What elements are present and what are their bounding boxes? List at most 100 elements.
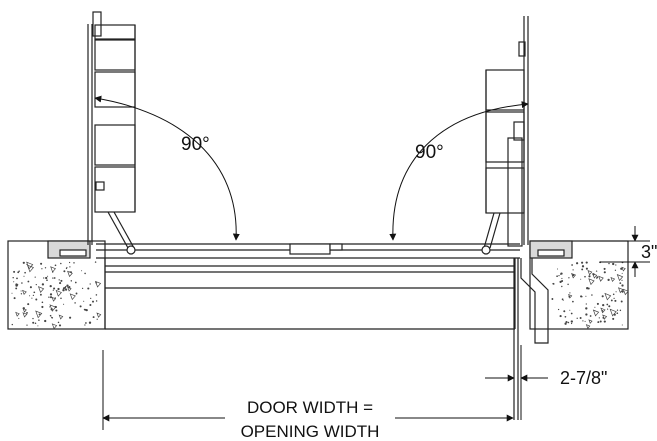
- concrete-speckle: [607, 278, 610, 282]
- concrete-aggregate: [22, 312, 28, 318]
- concrete-aggregate: [69, 293, 76, 301]
- concrete-speckle: [59, 282, 62, 285]
- concrete-aggregate: [49, 304, 57, 312]
- concrete-speckle: [581, 261, 584, 264]
- concrete-speckle: [608, 262, 610, 265]
- concrete-speckle: [58, 324, 62, 327]
- concrete-speckle: [40, 262, 43, 265]
- concrete-aggregate: [37, 286, 45, 293]
- concrete-speckle: [585, 295, 587, 297]
- concrete-speckle: [51, 271, 54, 273]
- concrete-speckle: [64, 288, 68, 291]
- concrete-speckle: [57, 321, 60, 324]
- left-angle-arc: [94, 95, 240, 241]
- concrete-aggregate: [22, 308, 27, 313]
- concrete-speckle: [603, 320, 606, 323]
- concrete-speckle: [95, 300, 98, 302]
- depth-dimension: [600, 226, 650, 277]
- concrete-speckle: [585, 307, 588, 310]
- concrete-aggregate: [617, 287, 624, 294]
- concrete-aggregate: [58, 314, 64, 320]
- concrete-speckle: [612, 262, 615, 266]
- concrete-speckle: [582, 320, 584, 322]
- concrete-speckle: [596, 276, 599, 279]
- concrete-speckle: [597, 321, 600, 324]
- concrete-speckle: [52, 289, 54, 291]
- concrete-speckle: [41, 301, 44, 304]
- concrete-speckle: [614, 269, 617, 271]
- concrete-speckle: [569, 309, 571, 311]
- concrete-speckle: [610, 299, 613, 302]
- offset-dimension: [485, 345, 548, 420]
- concrete-speckle: [45, 276, 48, 280]
- concrete-speckle: [616, 312, 619, 315]
- concrete-speckle: [585, 261, 588, 264]
- concrete-speckle: [615, 291, 617, 293]
- concrete-speckle: [570, 322, 573, 325]
- concrete-speckle: [88, 321, 92, 324]
- concrete-speckle: [602, 303, 605, 307]
- concrete-aggregate: [609, 308, 617, 317]
- concrete-speckle: [38, 313, 41, 316]
- concrete-speckle: [565, 320, 568, 324]
- concrete-speckle: [90, 297, 92, 300]
- concrete-speckle: [556, 275, 558, 278]
- concrete-aggregate: [602, 314, 608, 320]
- concrete-speckle: [27, 303, 30, 306]
- concrete-aggregate: [588, 319, 593, 324]
- concrete-aggregate: [51, 323, 58, 330]
- right-door-leaf: [481, 16, 529, 255]
- concrete-speckle: [32, 294, 35, 297]
- concrete-speckle: [33, 291, 36, 294]
- concrete-aggregate: [622, 288, 629, 296]
- concrete-speckle: [37, 325, 39, 327]
- concrete-speckle: [592, 273, 595, 276]
- concrete-speckle: [89, 303, 92, 307]
- concrete-speckle: [603, 271, 606, 274]
- concrete-speckle: [57, 287, 60, 291]
- concrete-speckle: [564, 315, 567, 318]
- concrete-speckle: [588, 275, 591, 278]
- concrete-speckle: [572, 269, 574, 271]
- concrete-speckle: [41, 268, 43, 270]
- concrete-speckle: [580, 295, 583, 298]
- concrete-speckle: [20, 290, 22, 292]
- concrete-speckle: [92, 300, 94, 303]
- concrete-speckle: [49, 306, 51, 308]
- concrete-speckle: [53, 277, 56, 279]
- concrete-speckle: [584, 275, 586, 278]
- concrete-speckle: [51, 316, 53, 318]
- concrete-speckle: [552, 282, 555, 285]
- width-label-line2: OPENING WIDTH: [241, 422, 380, 441]
- concrete-speckle: [63, 303, 65, 305]
- concrete-speckle: [561, 298, 564, 301]
- concrete-speckle: [39, 293, 42, 296]
- concrete-speckle: [29, 286, 32, 289]
- concrete-speckle: [12, 276, 14, 279]
- concrete-speckle: [598, 317, 600, 319]
- concrete-speckle: [579, 317, 582, 319]
- concrete-speckle: [38, 319, 40, 321]
- concrete-speckle: [585, 303, 587, 305]
- concrete-aggregate: [610, 276, 616, 283]
- concrete-speckle: [95, 294, 98, 296]
- concrete-aggregate: [50, 266, 56, 273]
- left-angle-label: 90°: [181, 134, 210, 155]
- concrete-speckle: [49, 314, 52, 317]
- concrete-speckle: [69, 266, 71, 268]
- concrete-speckle: [551, 298, 554, 300]
- concrete-speckle: [63, 270, 66, 273]
- concrete-speckle: [55, 309, 58, 312]
- concrete-speckle: [594, 306, 596, 308]
- concrete-speckle: [596, 302, 599, 305]
- concrete-speckle: [570, 312, 573, 315]
- concrete-speckle: [561, 285, 563, 288]
- concrete-aggregate: [592, 309, 600, 317]
- concrete-speckle: [74, 281, 77, 284]
- concrete-aggregate: [96, 312, 102, 318]
- concrete-speckle: [18, 317, 20, 319]
- width-label-line1: DOOR WIDTH =: [247, 398, 373, 417]
- concrete-speckle: [589, 315, 592, 317]
- concrete-speckle: [84, 272, 86, 275]
- concrete-speckle: [13, 270, 16, 273]
